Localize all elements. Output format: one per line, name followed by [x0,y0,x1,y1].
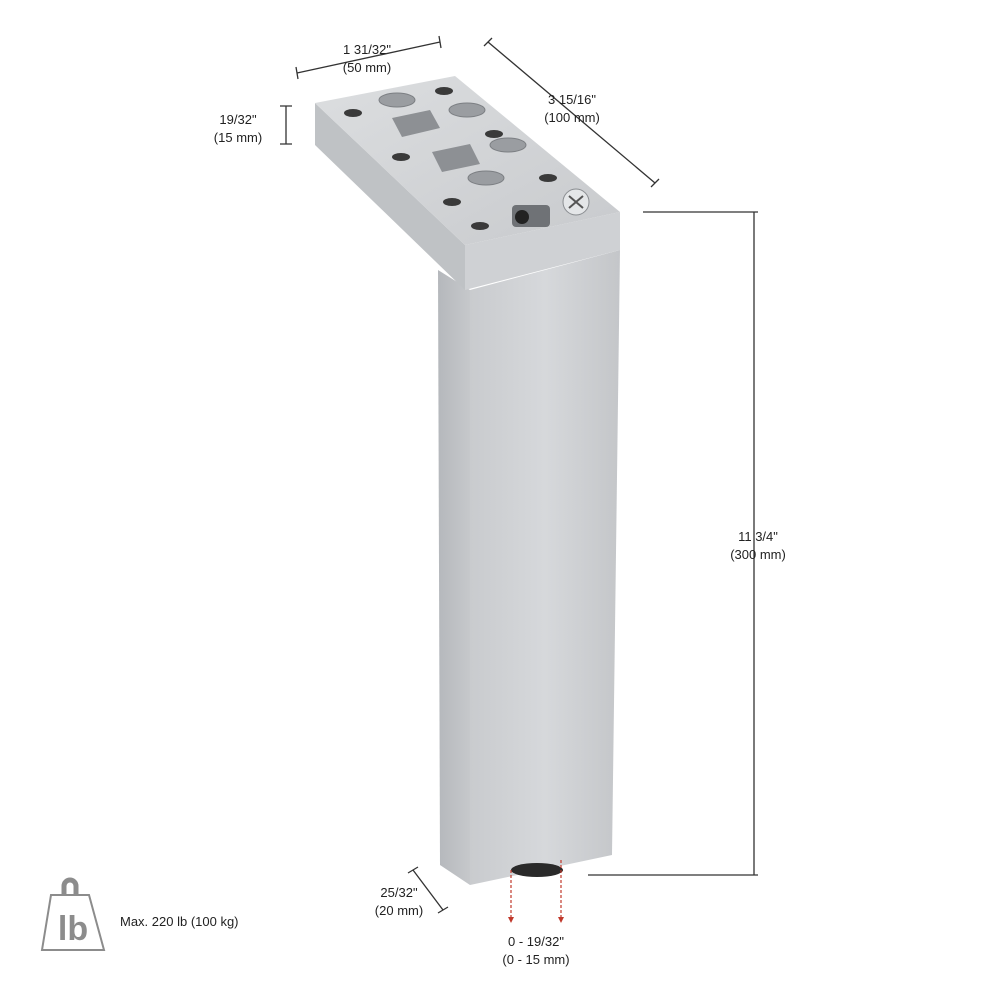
leg-height-line [588,211,758,876]
leg-body [438,250,620,885]
weight-icon-text: lb [58,910,88,948]
leveler-foot [511,863,563,877]
plate-width-line [295,35,442,80]
leg-width-line [407,866,449,914]
plate-width-label: 1 31/32"(50 mm) [342,42,392,75]
mounting-plate [315,76,620,290]
leg-width-label: 25/32"(20 mm) [374,885,424,918]
weight-lb-icon: lb [40,877,106,951]
dimension-lines [280,35,758,914]
plate-thickness-label: 19/32"(15 mm) [213,112,263,145]
leg-height-label: 11 3/4"(300 mm) [730,529,786,562]
leveler-adjustment-label: 0 - 19/32"(0 - 15 mm) [502,934,570,967]
max-load-text: Max. 220 lb (100 kg) [120,914,239,929]
plate-thickness-line [280,105,292,145]
plate-length-line [483,37,660,188]
plate-length-label: 3 15/16"(100 mm) [544,92,600,125]
leveler-adjust-arrows [510,860,562,918]
